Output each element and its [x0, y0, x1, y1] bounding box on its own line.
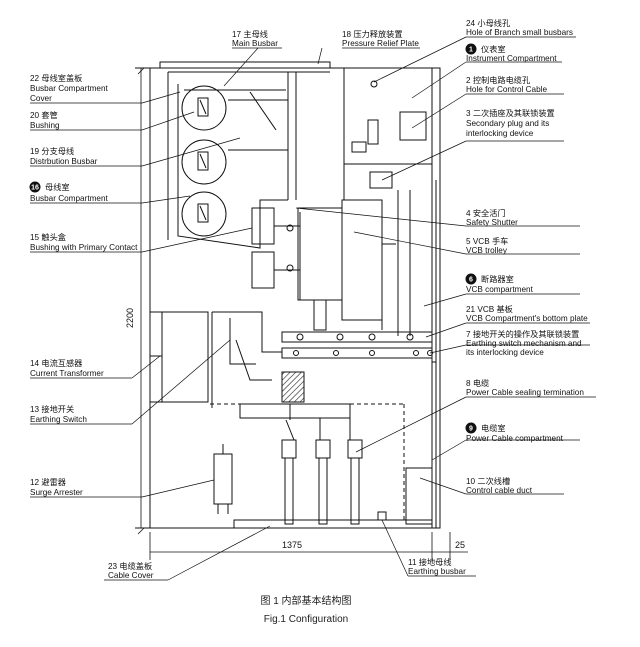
label-earthing-switch-en: Earthing Switch [30, 415, 87, 424]
label-secondary-plug-en1: Secondary plug and its [466, 119, 549, 128]
label-control-cable-hole-en: Hole for Control Cable [466, 85, 547, 94]
label-bushing-contact-zh: 15 触头盒 [30, 232, 66, 242]
label-bushing-contact-en: Bushing with Primary Contact [30, 243, 138, 252]
label-vcb-trolley-zh: 5 VCB 手车 [466, 236, 508, 246]
label-safety-shutter-zh: 4 安全活门 [466, 208, 506, 218]
label-branch-holes-en: Hole of Branch small busbars [466, 28, 573, 37]
label-cable-compartment-zh: 电缆室 [481, 423, 506, 433]
label-secondary-plug-zh: 3 二次插座及其联锁装置 [466, 108, 555, 118]
instrument-compartment [343, 67, 433, 165]
current-transformer [149, 311, 209, 403]
cabinet-outer-frame [149, 67, 441, 529]
surge-arrester [213, 453, 233, 505]
label-vcb-compartment-zh: 断路器室 [481, 274, 514, 284]
label-earthing-busbar-en: Earthing busbar [408, 567, 466, 576]
label-vcb-bottom-zh: 21 VCB 基板 [466, 304, 513, 314]
label-instrument-en: Instrument Compartment [466, 54, 557, 63]
label-control-duct-zh: 10 二次线槽 [466, 476, 510, 486]
primary-contact-upper [251, 207, 275, 245]
label-surge-arrester-zh: 12 避雷器 [30, 477, 66, 487]
badge-busbar-compartment [29, 181, 41, 193]
badge-vcb-compartment-number: 6 [469, 277, 473, 284]
caption-zh: 图 1 内部基本结构图 [260, 594, 351, 607]
label-ct-zh: 14 电流互感器 [30, 358, 82, 368]
badge-vcb-compartment [465, 273, 477, 285]
dimension-lines [137, 67, 468, 560]
label-busbar-cover-zh: 22 母线室盖板 [30, 73, 82, 83]
badge-cable-compartment [465, 422, 477, 434]
label-safety-shutter-en: Safety Shutter [466, 218, 518, 227]
caption-en: Fig.1 Configuration [264, 614, 349, 625]
earthing-interlock-plate [281, 347, 433, 359]
leader-lines [30, 36, 596, 581]
secondary-plug [369, 171, 393, 189]
label-secondary-plug-en2: interlocking device [466, 129, 534, 138]
label-main-busbar-zh: 17 主母线 [232, 29, 268, 39]
label-cable-compartment-en: Power Cable compartment [466, 434, 564, 443]
label-cable-termination-zh: 8 电缆 [466, 378, 489, 388]
label-instrument-zh: 仪表室 [481, 44, 506, 54]
label-control-cable-hole-zh: 2 控制电路电缆孔 [466, 75, 530, 85]
earthing-busbar [377, 511, 387, 521]
label-busbar-cover-en1: Busbar Compartment [30, 84, 109, 93]
label-branch-holes-zh: 24 小母线孔 [466, 18, 510, 28]
label-vcb-compartment-en: VCB compartment [466, 285, 534, 294]
bushing-2 [181, 139, 227, 185]
cable-terminations [281, 439, 363, 525]
label-main-busbar-en: Main Busbar [232, 39, 278, 48]
dimension-offset: 25 [455, 540, 465, 550]
vcb-trolley-frame [341, 199, 383, 321]
primary-contact-lower [251, 251, 275, 289]
label-cable-cover-zh: 23 电缆盖板 [108, 561, 152, 571]
badge-instrument-number: 1 [469, 47, 473, 54]
label-vcb-trolley-en: VCB trolley [466, 246, 508, 255]
label-cable-termination-en: Power Cable sealing termination [466, 388, 584, 397]
label-bushing-en: Bushing [30, 121, 60, 130]
dimension-height: 2200 [125, 308, 135, 328]
label-cable-cover-en: Cable Cover [108, 571, 154, 580]
callout-labels: 17 主母线 Main Busbar 18 压力释放装置 Pressure Re… [29, 18, 588, 580]
dimension-width: 1375 [282, 540, 302, 550]
control-cable-hole [399, 111, 427, 141]
label-distribution-busbar-en: Distrbution Busbar [30, 157, 98, 166]
label-earthing-mech-en1: Earthing switch mechanism and [466, 339, 582, 348]
control-cable-duct [405, 467, 433, 525]
label-distribution-busbar-zh: 19 分支母线 [30, 146, 74, 156]
label-earthing-switch-zh: 13 接地开关 [30, 404, 74, 414]
label-control-duct-en: Control cable duct [466, 486, 533, 495]
badge-busbar-compartment-number: 16 [31, 185, 39, 192]
label-surge-arrester-en: Surge Arrester [30, 488, 83, 497]
label-bushing-zh: 20 套管 [30, 110, 58, 120]
label-earthing-mech-en2: its interlocking device [466, 348, 544, 357]
badge-instrument [465, 43, 477, 55]
cable-cover-plate [233, 519, 433, 529]
earthing-switch-coil [281, 371, 305, 403]
bushing-1 [181, 85, 227, 131]
vcb-bottom-plate [281, 331, 433, 343]
branch-busbar-hole [370, 80, 378, 88]
badge-cable-compartment-number: 9 [469, 426, 473, 433]
busbar-compartment-wall [177, 84, 288, 249]
label-busbar-cover-en2: Cover [30, 94, 52, 103]
label-ct-en: Current Transformer [30, 369, 104, 378]
label-busbar-compartment-en: Busbar Compartment [30, 194, 109, 203]
label-busbar-compartment-zh: 母线室 [45, 182, 70, 192]
cabinet-structure [135, 61, 441, 529]
bushing-3 [181, 191, 227, 237]
vcb-trolley-body [297, 207, 343, 301]
label-earthing-mech-zh: 7 接地开关的操作及其联锁装置 [466, 329, 579, 339]
label-vcb-bottom-en: VCB Compartment's bottom plate [466, 314, 588, 323]
label-pressure-relief-en: Pressure Relief Plate [342, 39, 419, 48]
label-earthing-busbar-zh: 11 接地母线 [408, 557, 452, 567]
label-pressure-relief-zh: 18 压力释放装置 [342, 29, 403, 39]
